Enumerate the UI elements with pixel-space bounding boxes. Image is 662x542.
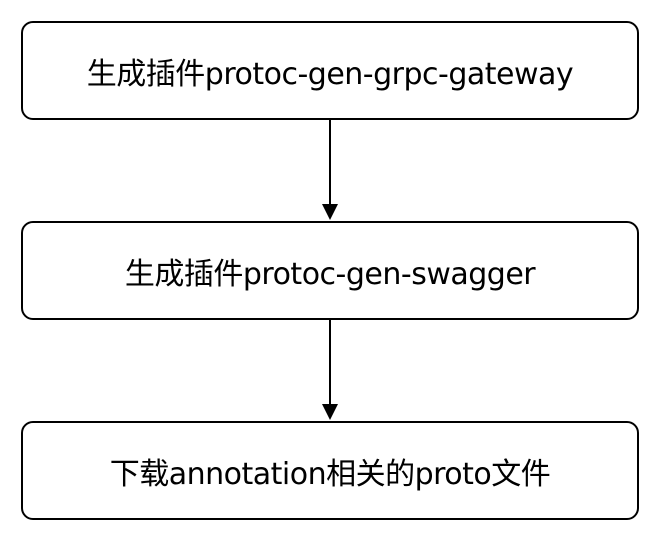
flow-step-3: 下载annotation相关的proto文件	[21, 421, 639, 520]
arrow-2-head	[322, 404, 338, 420]
flow-step-2: 生成插件protoc-gen-swagger	[21, 221, 639, 320]
arrow-2-to-3	[322, 320, 338, 420]
arrow-1-head	[322, 204, 338, 220]
flow-step-3-label: 下载annotation相关的proto文件	[109, 456, 551, 492]
flow-step-2-label: 生成插件protoc-gen-swagger	[124, 256, 536, 292]
flow-step-1: 生成插件protoc-gen-grpc-gateway	[21, 21, 639, 120]
arrow-1-to-2	[322, 120, 338, 220]
flow-step-1-label: 生成插件protoc-gen-grpc-gateway	[86, 56, 574, 92]
